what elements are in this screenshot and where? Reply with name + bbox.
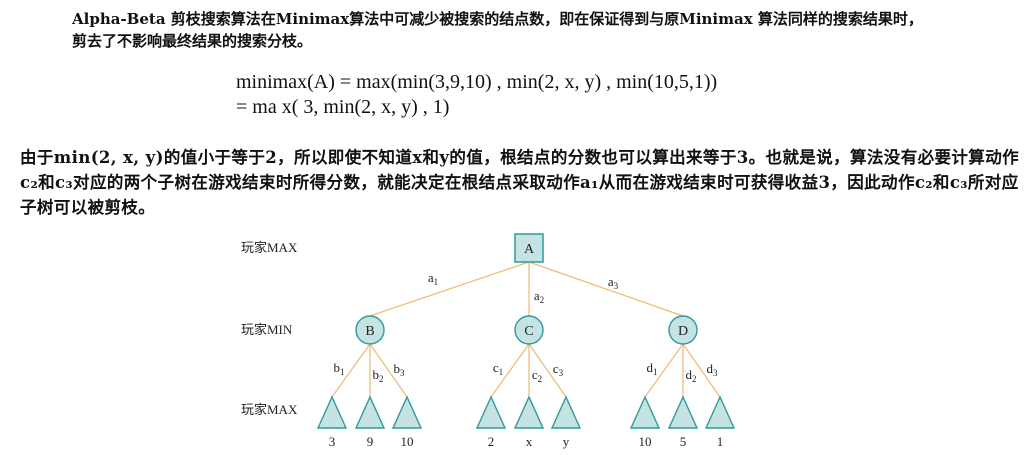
player-label-3: 玩家MAX bbox=[241, 402, 298, 417]
edge-d1 bbox=[644, 343, 684, 398]
min-node-c bbox=[514, 315, 544, 345]
leaf-value: 1 bbox=[717, 434, 724, 449]
min-node-d bbox=[668, 315, 698, 345]
leaf-triangle bbox=[513, 395, 545, 429]
min-node-b bbox=[355, 315, 385, 345]
player-label-1: 玩家MAX bbox=[241, 240, 298, 255]
edge-label-d1: d1 bbox=[647, 360, 658, 377]
intro-text: Alpha-Beta 剪枝搜索算法在Minimax算法中可减少被搜索的结点数，即… bbox=[72, 10, 923, 50]
min-node-label-b: B bbox=[365, 324, 374, 339]
edge-a3 bbox=[528, 261, 684, 317]
leaf-triangle bbox=[629, 395, 661, 429]
edge-label-b2: b2 bbox=[373, 367, 384, 384]
leaf-value: x bbox=[526, 434, 533, 449]
leaf-value: 3 bbox=[329, 434, 336, 449]
leaf-triangle bbox=[550, 395, 582, 429]
edge-label-a3: a3 bbox=[608, 274, 619, 291]
leaf-value: 5 bbox=[680, 434, 687, 449]
formula-line-2: = ma x( 3, min(2, x, y) , 1) bbox=[236, 96, 450, 118]
leaf-value: 10 bbox=[401, 434, 414, 449]
root-node-label: A bbox=[524, 242, 535, 257]
edge-b1 bbox=[331, 343, 371, 398]
root-node bbox=[514, 233, 544, 263]
leaf-value: 9 bbox=[367, 434, 374, 449]
edge-a1 bbox=[369, 261, 530, 317]
edge-label-c3: c3 bbox=[553, 361, 564, 378]
leaf-triangle bbox=[704, 395, 736, 429]
edge-label-a2: a2 bbox=[534, 288, 544, 305]
edge-b3 bbox=[369, 343, 408, 398]
leaf-triangle bbox=[475, 395, 507, 429]
player-label-2: 玩家MIN bbox=[241, 322, 293, 337]
leaf-triangle bbox=[316, 395, 348, 429]
min-node-label-d: D bbox=[678, 324, 688, 339]
edge-c1 bbox=[490, 343, 530, 398]
leaf-value: 10 bbox=[639, 434, 652, 449]
edge-c3 bbox=[528, 343, 567, 398]
edge-label-d3: d3 bbox=[707, 361, 719, 378]
formula-line-1: minimax(A) = max(min(3,9,10) , min(2, x,… bbox=[236, 71, 718, 93]
minimax-formula: minimax(A) = max(min(3,9,10) , min(2, x,… bbox=[236, 70, 717, 120]
min-node-label-c: C bbox=[524, 324, 533, 339]
leaf-value: 2 bbox=[488, 434, 495, 449]
edge-label-b3: b3 bbox=[394, 361, 406, 378]
edge-label-c1: c1 bbox=[493, 360, 503, 377]
leaf-value: y bbox=[563, 434, 570, 449]
leaf-triangle bbox=[391, 395, 423, 429]
leaf-triangle bbox=[354, 395, 386, 429]
edge-label-c2: c2 bbox=[532, 367, 542, 384]
edge-label-a1: a1 bbox=[428, 270, 438, 287]
leaf-triangle bbox=[667, 395, 699, 429]
edge-d3 bbox=[682, 343, 721, 398]
edge-label-d2: d2 bbox=[686, 367, 697, 384]
edge-label-b1: b1 bbox=[334, 360, 345, 377]
explanation-paragraph: 由于min(2, x, y)的值小于等于2，所以即使不知道x和y的值，根结点的分… bbox=[20, 148, 1020, 217]
